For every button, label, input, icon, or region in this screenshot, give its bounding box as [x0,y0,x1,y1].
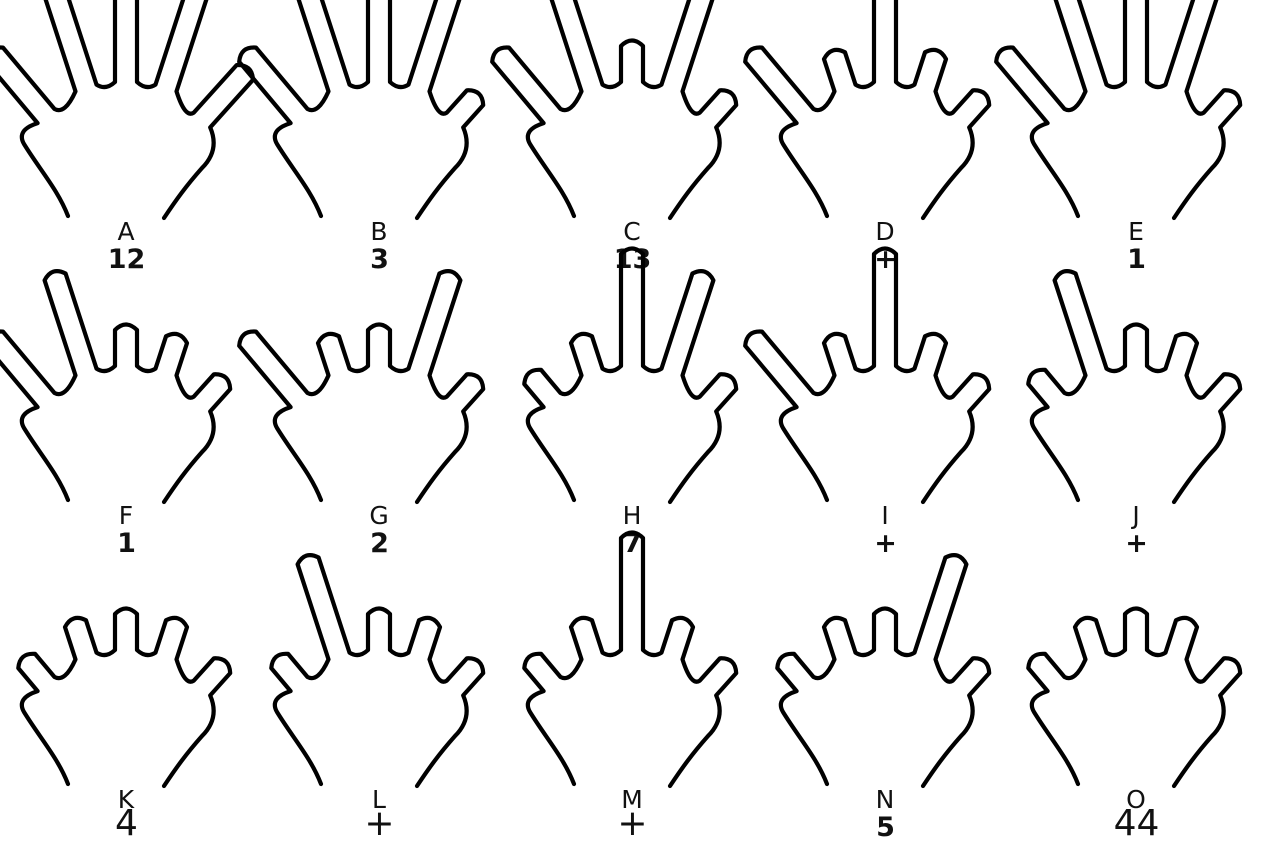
hand-letter: D [759,218,1012,246]
hand-outline-icon [765,288,1005,508]
hand-outline-icon [1016,288,1256,508]
hand-outline-icon [6,572,246,792]
hand-cell-c: C 13 [506,0,759,284]
hand-cell-a: A 12 [0,0,253,284]
hand-letter: E [1010,218,1263,246]
hand-cell-b: B 3 [253,0,506,284]
hand-outline-icon [6,4,246,224]
hand-count: + [253,809,506,839]
hand-letter: I [759,502,1012,530]
hand-cell-e: E 1 [1010,0,1263,284]
hand-count: 44 [1010,809,1263,839]
hand-letter: N [759,786,1012,814]
hand-cell-g: G 2 [253,284,506,568]
hand-count: 2 [253,529,506,559]
hand-letter: H [506,502,759,530]
hand-count: + [1010,529,1263,559]
hand-count: 1 [0,529,253,559]
hand-count: 4 [0,809,253,839]
hand-letter: A [0,218,253,246]
hand-count: + [759,529,1012,559]
hand-outline-icon [1016,4,1256,224]
hand-count: 12 [0,245,253,275]
hand-cell-d: D + [759,0,1012,284]
hand-outline-icon [512,4,752,224]
hand-count: 5 [759,813,1012,843]
hand-outline-icon [6,288,246,508]
hand-outline-icon [512,288,752,508]
hand-outline-icon [765,572,1005,792]
hand-cell-n: N 5 [759,568,1012,852]
hand-cell-l: L + [253,568,506,852]
hand-cell-j: J + [1010,284,1263,568]
hand-outline-icon [512,572,752,792]
hand-letter: J [1010,502,1263,530]
hand-outline-icon [259,572,499,792]
hand-count: 3 [253,245,506,275]
hand-cell-m: M + [506,568,759,852]
hand-cell-o: O 44 [1010,568,1263,852]
hand-cell-h: H 7 [506,284,759,568]
hand-cell-i: I + [759,284,1012,568]
hand-count: 1 [1010,245,1263,275]
hand-letter: G [253,502,506,530]
hand-outline-icon [259,4,499,224]
hand-count: + [506,809,759,839]
hand-cell-k: K 4 [0,568,253,852]
hand-outline-icon [259,288,499,508]
hand-outline-icon [765,4,1005,224]
hand-letter: C [506,218,759,246]
hand-letter: B [253,218,506,246]
hand-cell-f: F 1 [0,284,253,568]
hand-letter: F [0,502,253,530]
hand-outline-icon [1016,572,1256,792]
